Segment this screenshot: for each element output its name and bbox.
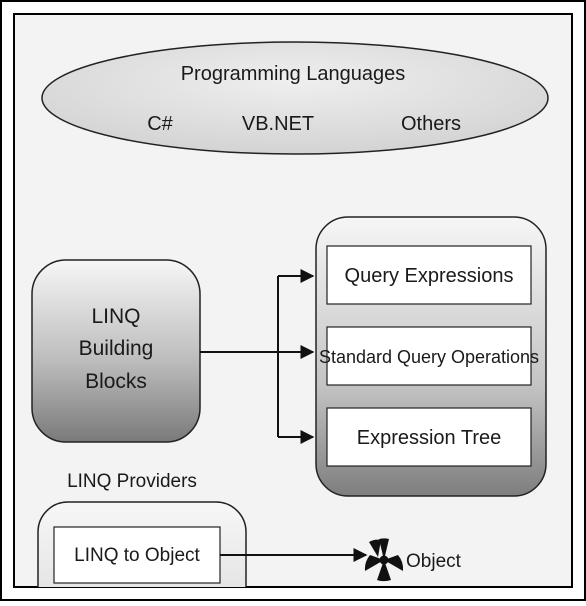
provider-linq-to-object: LINQ to Object [74, 545, 200, 566]
languages-title: Programming Languages [181, 63, 406, 85]
building-blocks-line-2: Building [79, 337, 154, 360]
target-object: Object [406, 551, 462, 572]
building-blocks-line-3: Blocks [85, 370, 147, 393]
component-query-expressions: Query Expressions [345, 265, 514, 287]
object-icon [364, 538, 404, 582]
component-expression-tree: Expression Tree [357, 427, 502, 449]
building-blocks-line-1: LINQ [91, 305, 140, 328]
component-box-standard-query-operations [326, 326, 532, 386]
component-box-query-expressions [326, 245, 532, 305]
languages-ellipse [41, 41, 549, 155]
component-standard-query-operations: Standard Query Operations [319, 347, 539, 367]
language-vbnet: VB.NET [242, 113, 314, 135]
language-others: Others [401, 113, 461, 135]
providers-heading: LINQ Providers [67, 471, 197, 492]
language-csharp: C# [147, 113, 173, 135]
component-box-expression-tree [326, 407, 532, 467]
